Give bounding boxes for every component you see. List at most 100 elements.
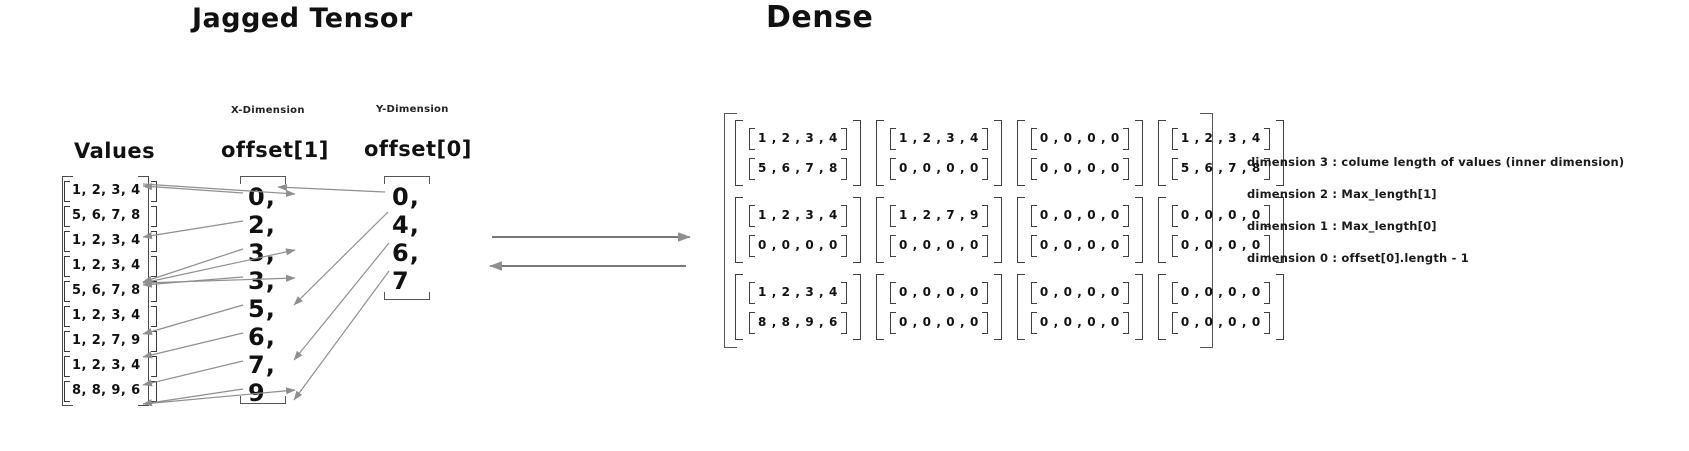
bracket-left-icon bbox=[64, 331, 70, 352]
bracket-left-icon bbox=[64, 281, 70, 302]
list-item: 3, bbox=[248, 239, 276, 267]
bracket-right-icon bbox=[993, 197, 1002, 263]
dense-vector-text: 1 , 2 , 3 , 4 bbox=[758, 285, 838, 299]
dense-cell: 0 , 0 , 0 , 0 0 , 0 , 0 , 0 bbox=[875, 272, 1003, 342]
bracket-left-icon bbox=[1030, 128, 1037, 150]
bracket-left-icon bbox=[889, 282, 896, 304]
dense-outer-bracket-right bbox=[1200, 113, 1213, 348]
bracket-left-icon bbox=[735, 120, 743, 186]
bracket-left-icon bbox=[749, 282, 755, 304]
list-item: 7, bbox=[248, 351, 276, 379]
dense-vector: 5 , 6 , 7 , 8 bbox=[748, 153, 848, 183]
arrow-offset0-0 bbox=[277, 183, 386, 193]
dense-vector: 0 , 0 , 0 , 0 bbox=[1030, 307, 1130, 337]
bracket-right-icon bbox=[981, 205, 988, 227]
bracket-right-icon bbox=[1122, 312, 1129, 334]
dense-vector: 0 , 0 , 0 , 0 bbox=[889, 230, 989, 260]
bracket-right-icon bbox=[981, 312, 988, 334]
offset1-list: 0, 2, 3, 3, 5, 6, 7, 9 bbox=[248, 183, 276, 407]
list-item: 6, bbox=[392, 239, 420, 267]
value-row-text: 1, 2, 3, 4 bbox=[72, 233, 141, 248]
dense-vector-text: 0 , 0 , 0 , 0 bbox=[898, 315, 979, 329]
dense-vector: 0 , 0 , 0 , 0 bbox=[1030, 230, 1130, 260]
dense-vector-text: 1 , 2 , 3 , 4 bbox=[758, 208, 838, 222]
bracket-right-icon bbox=[151, 356, 157, 377]
dense-vector: 1 , 2 , 3 , 4 bbox=[748, 123, 848, 153]
list-item: 0, bbox=[392, 183, 420, 211]
bracket-right-icon bbox=[1263, 205, 1270, 227]
bracket-left-icon bbox=[1016, 274, 1025, 340]
list-item: 5, 6, 7, 8 bbox=[62, 278, 158, 303]
list-item: 7 bbox=[392, 267, 410, 295]
list-item: 3, bbox=[248, 267, 276, 295]
bracket-left-icon bbox=[875, 274, 884, 340]
list-item: 1, 2, 3, 4 bbox=[62, 178, 158, 203]
bracket-right-icon bbox=[1134, 274, 1143, 340]
dense-vector-text: 0 , 0 , 0 , 0 bbox=[1180, 208, 1261, 222]
bracket-right-icon bbox=[1275, 120, 1284, 186]
bracket-left-icon bbox=[64, 381, 70, 402]
dense-vector: 0 , 0 , 0 , 0 bbox=[1171, 307, 1271, 337]
dense-outer-bracket-left bbox=[724, 113, 737, 348]
dense-vector-text: 1 , 2 , 3 , 4 bbox=[1180, 131, 1261, 145]
dense-cell: 0 , 0 , 0 , 0 0 , 0 , 0 , 0 bbox=[1157, 272, 1285, 342]
table-row: 1 , 2 , 3 , 4 5 , 6 , 7 , 8 1 , 2 , 3 , … bbox=[734, 118, 1285, 188]
dense-vector: 0 , 0 , 0 , 0 bbox=[748, 230, 848, 260]
bracket-left-icon bbox=[749, 128, 755, 150]
x-dimension-label: X-Dimension bbox=[231, 105, 305, 116]
dense-vector-text: 0 , 0 , 0 , 0 bbox=[898, 285, 979, 299]
table-row: 1 , 2 , 3 , 4 8 , 8 , 9 , 6 0 , 0 , 0 , … bbox=[734, 272, 1285, 342]
value-row-text: 8, 8, 9, 6 bbox=[72, 383, 141, 398]
bracket-left-icon bbox=[735, 274, 743, 340]
bracket-right-icon bbox=[151, 331, 157, 352]
bracket-right-icon bbox=[1122, 235, 1129, 257]
bracket-right-icon bbox=[151, 306, 157, 327]
legend: dimension 3 : colume length of values (i… bbox=[1247, 155, 1624, 283]
dense-cell: 1 , 2 , 3 , 4 5 , 6 , 7 , 8 bbox=[734, 118, 862, 188]
dense-title: Dense bbox=[766, 0, 874, 35]
bracket-right-icon bbox=[1122, 128, 1129, 150]
dense-vector-text: 0 , 0 , 0 , 0 bbox=[1180, 238, 1261, 252]
dense-vector-text: 0 , 0 , 0 , 0 bbox=[1039, 208, 1120, 222]
dense-vector-text: 0 , 0 , 0 , 0 bbox=[1180, 285, 1261, 299]
bracket-left-icon bbox=[64, 306, 70, 327]
value-row-text: 1, 2, 3, 4 bbox=[72, 183, 141, 198]
bracket-right-icon bbox=[993, 120, 1002, 186]
bracket-left-icon bbox=[749, 158, 755, 180]
offset0-heading: offset[0] bbox=[364, 137, 472, 161]
bracket-right-icon bbox=[840, 158, 847, 180]
bracket-left-icon bbox=[1157, 120, 1166, 186]
values-list: 1, 2, 3, 4 5, 6, 7, 8 1, 2, 3, 4 1, 2, 3… bbox=[62, 178, 158, 403]
dense-vector-text: 0 , 0 , 0 , 0 bbox=[898, 161, 979, 175]
list-item: 2, bbox=[248, 211, 276, 239]
dense-vector: 0 , 0 , 0 , 0 bbox=[1171, 277, 1271, 307]
bracket-left-icon bbox=[1030, 312, 1037, 334]
dense-cell: 1 , 2 , 3 , 4 0 , 0 , 0 , 0 bbox=[875, 118, 1003, 188]
bracket-right-icon bbox=[151, 231, 157, 252]
bracket-left-icon bbox=[1016, 197, 1025, 263]
bracket-right-icon bbox=[840, 312, 847, 334]
bracket-right-icon bbox=[1122, 205, 1129, 227]
bracket-right-icon bbox=[1263, 282, 1270, 304]
value-row-text: 1, 2, 7, 9 bbox=[72, 333, 141, 348]
dense-vector: 0 , 0 , 0 , 0 bbox=[889, 153, 989, 183]
list-item: 1, 2, 3, 4 bbox=[62, 228, 158, 253]
bracket-left-icon bbox=[1171, 128, 1178, 150]
bracket-right-icon bbox=[151, 181, 157, 202]
arrow-offset1-0 bbox=[142, 183, 244, 194]
bracket-right-icon bbox=[151, 256, 157, 277]
offset0-list: 0, 4, 6, 7 bbox=[392, 183, 420, 295]
dense-vector: 0 , 0 , 0 , 0 bbox=[1030, 123, 1130, 153]
dense-vector-text: 0 , 0 , 0 , 0 bbox=[758, 238, 838, 252]
value-row-text: 1, 2, 3, 4 bbox=[72, 358, 141, 373]
table-row: 1 , 2 , 3 , 4 0 , 0 , 0 , 0 1 , 2 , 7 , … bbox=[734, 195, 1285, 265]
dense-vector-text: 8 , 8 , 9 , 6 bbox=[758, 315, 838, 329]
dense-vector: 8 , 8 , 9 , 6 bbox=[748, 307, 848, 337]
arrow-offset0-3 bbox=[293, 270, 390, 401]
dense-vector: 5 , 6 , 7 , 8 bbox=[1171, 153, 1271, 183]
bracket-left-icon bbox=[749, 235, 755, 257]
bracket-right-icon bbox=[1263, 312, 1270, 334]
dense-vector: 0 , 0 , 0 , 0 bbox=[1030, 277, 1130, 307]
bracket-left-icon bbox=[1171, 158, 1178, 180]
dense-vector-text: 1 , 2 , 3 , 4 bbox=[758, 131, 838, 145]
